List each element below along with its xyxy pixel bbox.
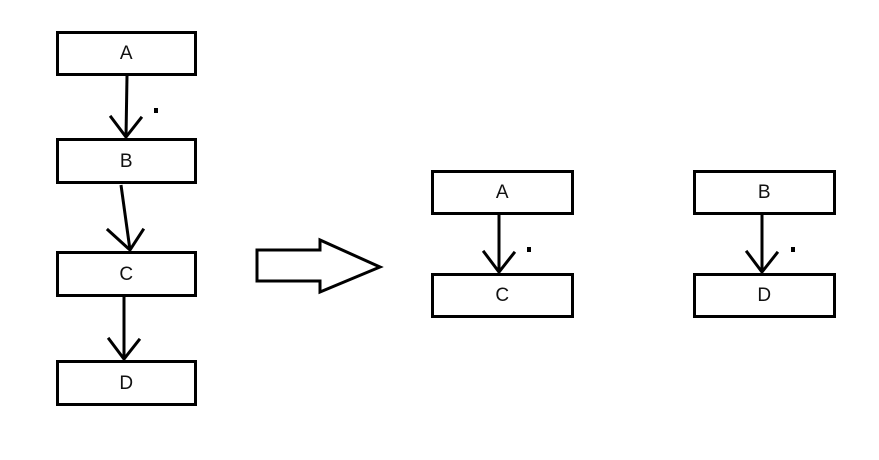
source-chain-group: A B C D <box>0 0 260 460</box>
node-b-result[interactable]: B <box>693 170 836 215</box>
node-a-result[interactable]: A <box>431 170 574 215</box>
node-label: D <box>757 285 772 306</box>
node-d-result[interactable]: D <box>693 273 836 318</box>
edge-a-to-b <box>108 75 144 140</box>
node-label: C <box>495 285 510 306</box>
node-label: B <box>757 182 772 203</box>
edge-b-to-d <box>744 215 780 275</box>
node-label: C <box>119 263 134 285</box>
edge-a-to-c <box>481 215 517 275</box>
node-b-source[interactable]: B <box>56 138 197 184</box>
node-label: D <box>119 372 134 394</box>
edge-b-to-c <box>105 184 146 253</box>
node-label: A <box>119 43 134 64</box>
node-d-source[interactable]: D <box>56 360 197 406</box>
node-a-source[interactable]: A <box>56 31 197 76</box>
dot-mark-b-to-d <box>791 247 795 252</box>
dot-mark-a-to-c <box>527 247 531 252</box>
node-c-source[interactable]: C <box>56 251 197 297</box>
edge-c-to-d <box>106 297 142 362</box>
node-c-result[interactable]: C <box>431 273 574 318</box>
dot-mark-a-to-b <box>154 108 158 113</box>
node-label: A <box>495 182 510 203</box>
node-label: B <box>119 150 134 172</box>
transform-block-arrow-icon <box>255 237 384 295</box>
